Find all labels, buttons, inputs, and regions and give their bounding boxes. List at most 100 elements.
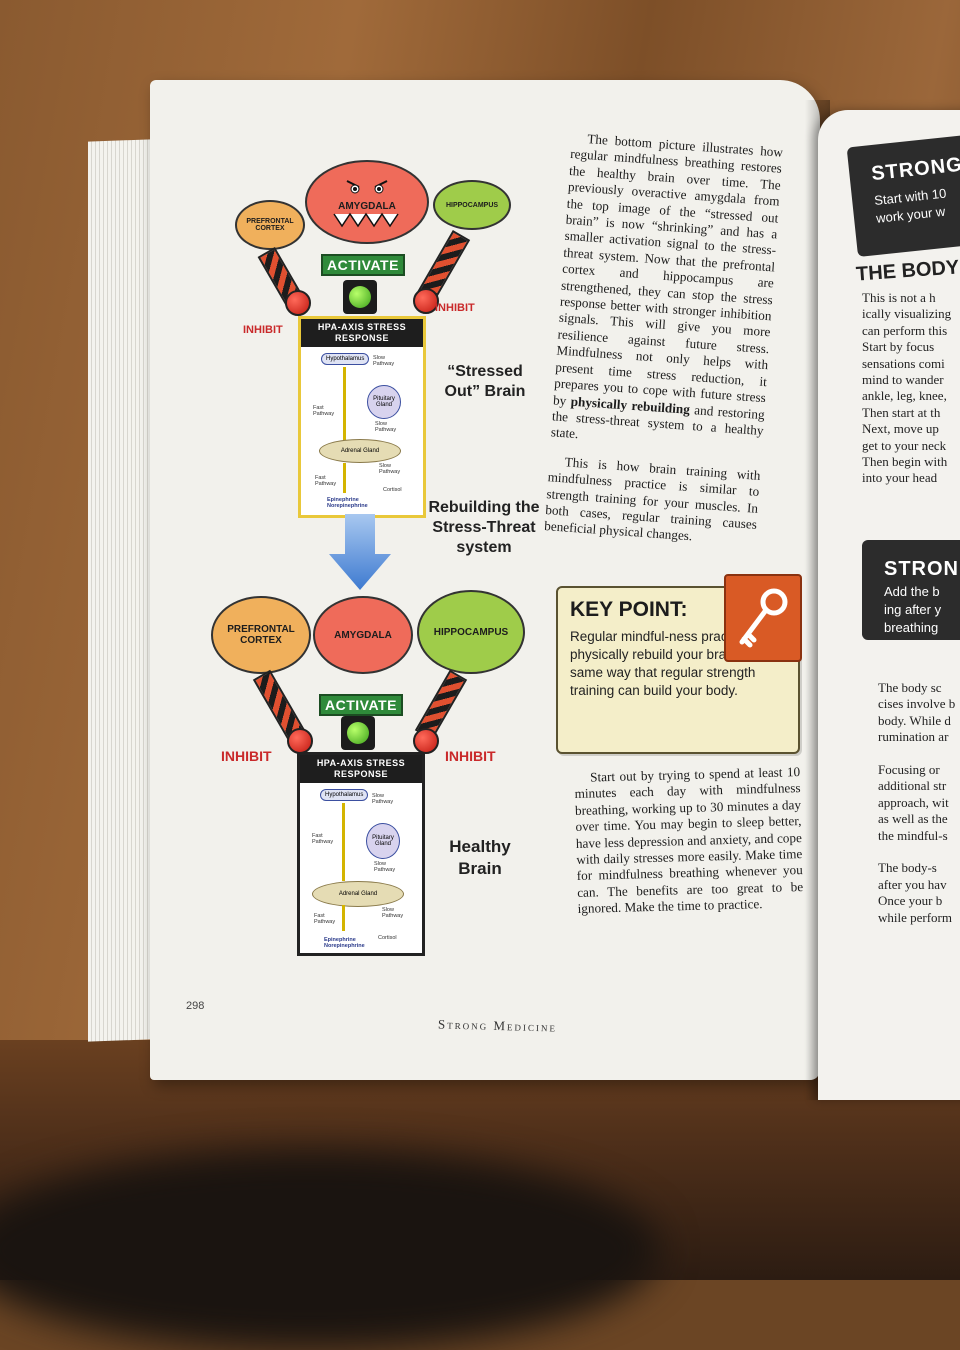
- top-cortisol: Cortisol: [383, 487, 402, 493]
- top-hippocampus-node: HIPPOCAMPUS: [433, 180, 511, 230]
- bottom-fast-pathway-1: Fast Pathway: [312, 833, 334, 845]
- top-right-inhibit-dot: [413, 288, 439, 314]
- top-pituitary: Pituitary Gland: [367, 385, 401, 419]
- top-hippocampus-label: HIPPOCAMPUS: [445, 201, 499, 209]
- paragraph-1: The bottom picture illustrates how regul…: [550, 130, 783, 456]
- bottom-activate-label: ACTIVATE: [319, 694, 403, 716]
- middle-caption: Rebuilding the Stress-Threat system: [428, 499, 540, 556]
- top-prefrontal-label: PREFRONTAL CORTEX: [246, 218, 294, 232]
- angry-face-icon: [346, 179, 388, 193]
- right-page-line: body. While d: [878, 712, 951, 728]
- right-box-title: STRONG: [870, 153, 960, 186]
- bottom-fast-line: [342, 803, 345, 881]
- right-page-box-strong-2: STRON Add the b ing after y breathing: [862, 540, 960, 640]
- right-page-line: approach, wit: [878, 794, 949, 810]
- right-page-line: Start by focus: [862, 339, 935, 355]
- right-page-line: This is not a h: [862, 290, 936, 305]
- top-epinephrine: Epinephrine Norepinephrine: [327, 497, 368, 509]
- right-page-line: Focusing or: [878, 762, 940, 777]
- top-hpa-title: HPA-AXIS STRESS RESPONSE: [301, 319, 423, 347]
- right-page: STRONG Start with 10 work your w THE BOD…: [818, 110, 960, 1100]
- bottom-inhibit-right: INHIBIT: [445, 748, 496, 764]
- right-box-line: ing after y: [884, 602, 942, 617]
- top-amygdala-node: AMYGDALA: [305, 160, 429, 244]
- right-page-line: cises involve b: [878, 696, 956, 712]
- right-page-line: while perform: [878, 909, 953, 925]
- top-fast-pathway-2: Fast Pathway: [315, 475, 337, 487]
- right-page-heading: THE BODY: [855, 256, 960, 286]
- top-adrenal: Adrenal Gland: [319, 439, 401, 463]
- bottom-fast-pathway-2: Fast Pathway: [314, 913, 336, 925]
- right-page-line: mind to wander: [862, 372, 944, 387]
- running-footer: Strong Medicine: [437, 1016, 558, 1035]
- bottom-slow-pathway-1: Slow Pathway: [372, 793, 394, 805]
- page-number: 298: [186, 1000, 205, 1012]
- bottom-hpa-box: HPA-AXIS STRESS RESPONSE Hypothalamus Sl…: [297, 752, 425, 956]
- text-column-bottom: Start out by trying to spend at least 10…: [574, 764, 804, 930]
- top-hpa-box: HPA-AXIS STRESS RESPONSE Hypothalamus Sl…: [298, 316, 426, 518]
- bottom-pituitary: Pituitary Gland: [366, 823, 400, 859]
- right-page-line: additional str: [878, 778, 947, 794]
- bottom-activate-light: [341, 716, 375, 750]
- paragraph-1-a: The bottom picture illustrates how regul…: [552, 131, 784, 409]
- bottom-hippocampus-label: HIPPOCAMPUS: [433, 626, 509, 638]
- right-page-line: as well as the: [878, 811, 948, 827]
- top-slow-pathway-1: Slow Pathway: [373, 355, 395, 367]
- right-page-line: Then start at th: [862, 404, 941, 420]
- bottom-cortisol: Cortisol: [378, 935, 397, 941]
- bottom-fast-line-2: [342, 905, 345, 931]
- right-box-title: STRON: [884, 558, 959, 580]
- right-page-line: Next, move up: [862, 421, 939, 437]
- teeth-icon: [333, 212, 399, 227]
- bottom-slow-pathway-3: Slow Pathway: [382, 907, 404, 919]
- right-page-line: sensations comi: [862, 355, 945, 371]
- right-box-line: Add the b: [884, 584, 940, 599]
- top-activate-light: [343, 280, 377, 314]
- top-caption: “Stressed Out” Brain: [444, 363, 526, 400]
- bottom-prefrontal-node: PREFRONTAL CORTEX: [211, 596, 311, 674]
- right-box-line: work your w: [875, 203, 946, 226]
- bottom-amygdala-node: AMYGDALA: [313, 596, 413, 674]
- text-column-top: The bottom picture illustrates how regul…: [543, 130, 784, 562]
- top-amygdala-label: AMYGDALA: [338, 200, 396, 212]
- bottom-epinephrine: Epinephrine Norepinephrine: [324, 937, 365, 949]
- green-light-icon: [347, 722, 369, 744]
- brain-diagram: PREFRONTAL CORTEX AMYGDALA HIPPOCAMPUS A…: [205, 140, 550, 970]
- bottom-adrenal: Adrenal Gland: [312, 881, 404, 907]
- bottom-amygdala-label: AMYGDALA: [334, 629, 392, 641]
- paragraph-3: Start out by trying to spend at least 10…: [574, 764, 804, 917]
- right-page-line: ankle, leg, knee,: [862, 388, 947, 404]
- key-point-box: KEY POINT: Regular mindful-ness practice…: [556, 574, 802, 754]
- right-page-line: The body sc: [878, 680, 942, 695]
- right-page-line: The body-s: [878, 860, 937, 876]
- paragraph-2: This is how brain training with mindfuln…: [543, 454, 761, 544]
- green-light-icon: [349, 286, 371, 308]
- down-arrow-icon: [329, 514, 391, 590]
- right-page-line: Then begin with: [862, 454, 948, 469]
- bottom-prefrontal-label: PREFRONTAL CORTEX: [227, 624, 295, 646]
- bottom-right-inhibit-dot: [413, 728, 439, 754]
- bottom-left-inhibit-dot: [287, 728, 313, 754]
- key-icon-box: [724, 574, 802, 662]
- right-page-line: into your head: [862, 470, 938, 486]
- bottom-hypothalamus: Hypothalamus: [320, 789, 369, 801]
- top-prefrontal-node: PREFRONTAL CORTEX: [235, 200, 305, 250]
- top-fast-line-2: [343, 463, 346, 493]
- bottom-hippocampus-node: HIPPOCAMPUS: [417, 590, 525, 674]
- right-page-line: Once your b: [878, 893, 943, 909]
- key-point-body: Regular mindful-ness practice can physic…: [570, 629, 775, 698]
- right-page-line: the mindful-s: [878, 827, 948, 843]
- top-fast-line: [343, 367, 346, 441]
- right-page-line: rumination ar: [878, 729, 949, 745]
- top-slow-pathway-3: Slow Pathway: [379, 463, 401, 475]
- right-page-line: after you hav: [878, 876, 947, 892]
- top-hypothalamus: Hypothalamus: [321, 353, 370, 365]
- top-inhibit-right: INHIBIT: [435, 302, 475, 314]
- bottom-slow-pathway-2: Slow Pathway: [374, 861, 396, 873]
- top-inhibit-left: INHIBIT: [243, 324, 283, 336]
- right-page-line: can perform this: [862, 322, 948, 338]
- top-fast-pathway-1: Fast Pathway: [313, 405, 335, 417]
- bottom-inhibit-left: INHIBIT: [221, 748, 272, 764]
- top-activate-label: ACTIVATE: [321, 254, 405, 276]
- bottom-hpa-title: HPA-AXIS STRESS RESPONSE: [300, 755, 422, 783]
